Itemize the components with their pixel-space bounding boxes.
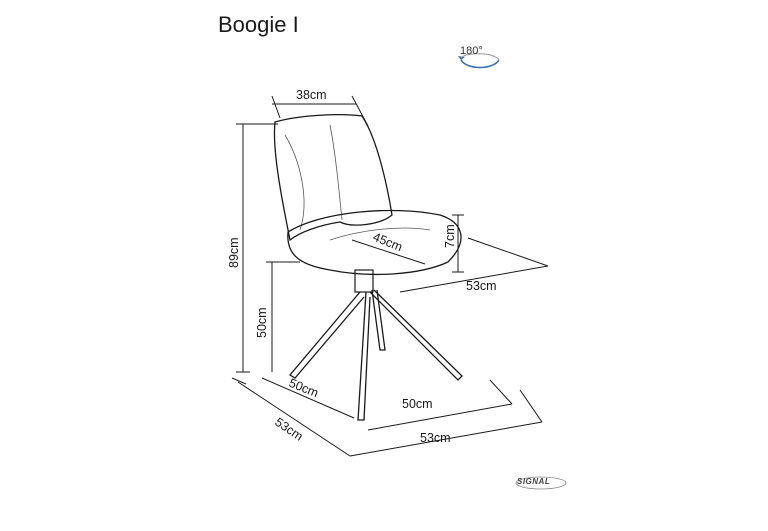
dim-seat-thickness: 7cm: [443, 224, 457, 248]
brand-logo-text: SIGNAL: [517, 477, 551, 486]
chair-legs: [289, 289, 463, 421]
dim-total-height: 89cm: [227, 237, 241, 268]
dimension-lines: [231, 95, 549, 457]
brand-logo-icon: [515, 476, 567, 490]
dim-seat-width: 53cm: [466, 279, 497, 293]
rotation-icon: [458, 53, 500, 69]
dim-footprint-depth: 53cm: [272, 415, 305, 444]
rotation-label: 180°: [460, 45, 483, 57]
dim-seat-height: 50cm: [255, 307, 269, 338]
dim-base-width: 50cm: [402, 397, 433, 411]
chair-pedestal: [354, 269, 374, 293]
dim-footprint-width: 53cm: [420, 431, 451, 445]
chair-seat: [287, 209, 462, 276]
dim-seat-depth: 45cm: [371, 230, 405, 254]
dim-seat-back-width: 38cm: [296, 88, 327, 102]
chair-backrest: [273, 114, 393, 242]
product-title: Boogie I: [218, 12, 299, 37]
